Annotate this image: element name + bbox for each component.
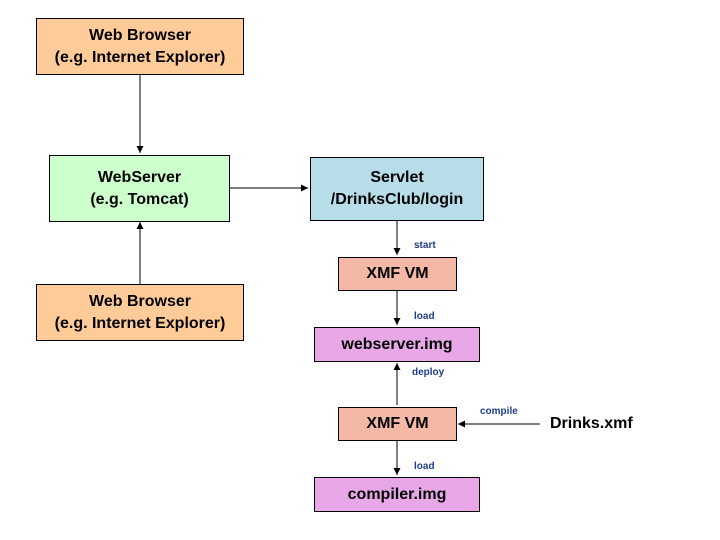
web-browser-top-title: Web Browser <box>89 26 191 44</box>
webserver-title: WebServer <box>97 168 182 186</box>
webserver-img-node: webserver.img <box>314 327 480 362</box>
edge-label-compile: compile <box>480 406 518 417</box>
servlet-title: Servlet <box>370 169 424 186</box>
servlet-path: /DrinksClub/login <box>330 191 464 208</box>
edge-label-load-top: load <box>414 311 435 322</box>
compiler-img-node: compiler.img <box>314 477 480 512</box>
xmf-vm-top-label: XMF VM <box>366 265 429 282</box>
webserver-example: (e.g. Tomcat) <box>90 190 189 208</box>
web-browser-top-example: (e.g. Internet Explorer) <box>54 48 226 66</box>
edge-label-deploy: deploy <box>412 367 445 378</box>
xmf-vm-bottom-node: XMF VM <box>338 407 457 441</box>
drinks-xmf-label: Drinks.xmf <box>550 415 633 432</box>
edge-label-start: start <box>414 240 436 251</box>
web-browser-bottom-node: Web Browser (e.g. Internet Explorer) <box>36 284 244 341</box>
web-browser-bottom-title: Web Browser <box>89 292 191 310</box>
web-browser-bottom-example: (e.g. Internet Explorer) <box>54 314 226 332</box>
xmf-vm-top-node: XMF VM <box>338 257 457 291</box>
web-browser-top-node: Web Browser (e.g. Internet Explorer) <box>36 18 244 75</box>
webserver-node: WebServer (e.g. Tomcat) <box>49 155 230 222</box>
xmf-vm-bottom-label: XMF VM <box>366 415 429 432</box>
compiler-img-label: compiler.img <box>347 485 447 503</box>
edge-label-load-bottom: load <box>414 461 435 472</box>
servlet-node: Servlet /DrinksClub/login <box>310 157 484 221</box>
webserver-img-label: webserver.img <box>341 335 453 353</box>
